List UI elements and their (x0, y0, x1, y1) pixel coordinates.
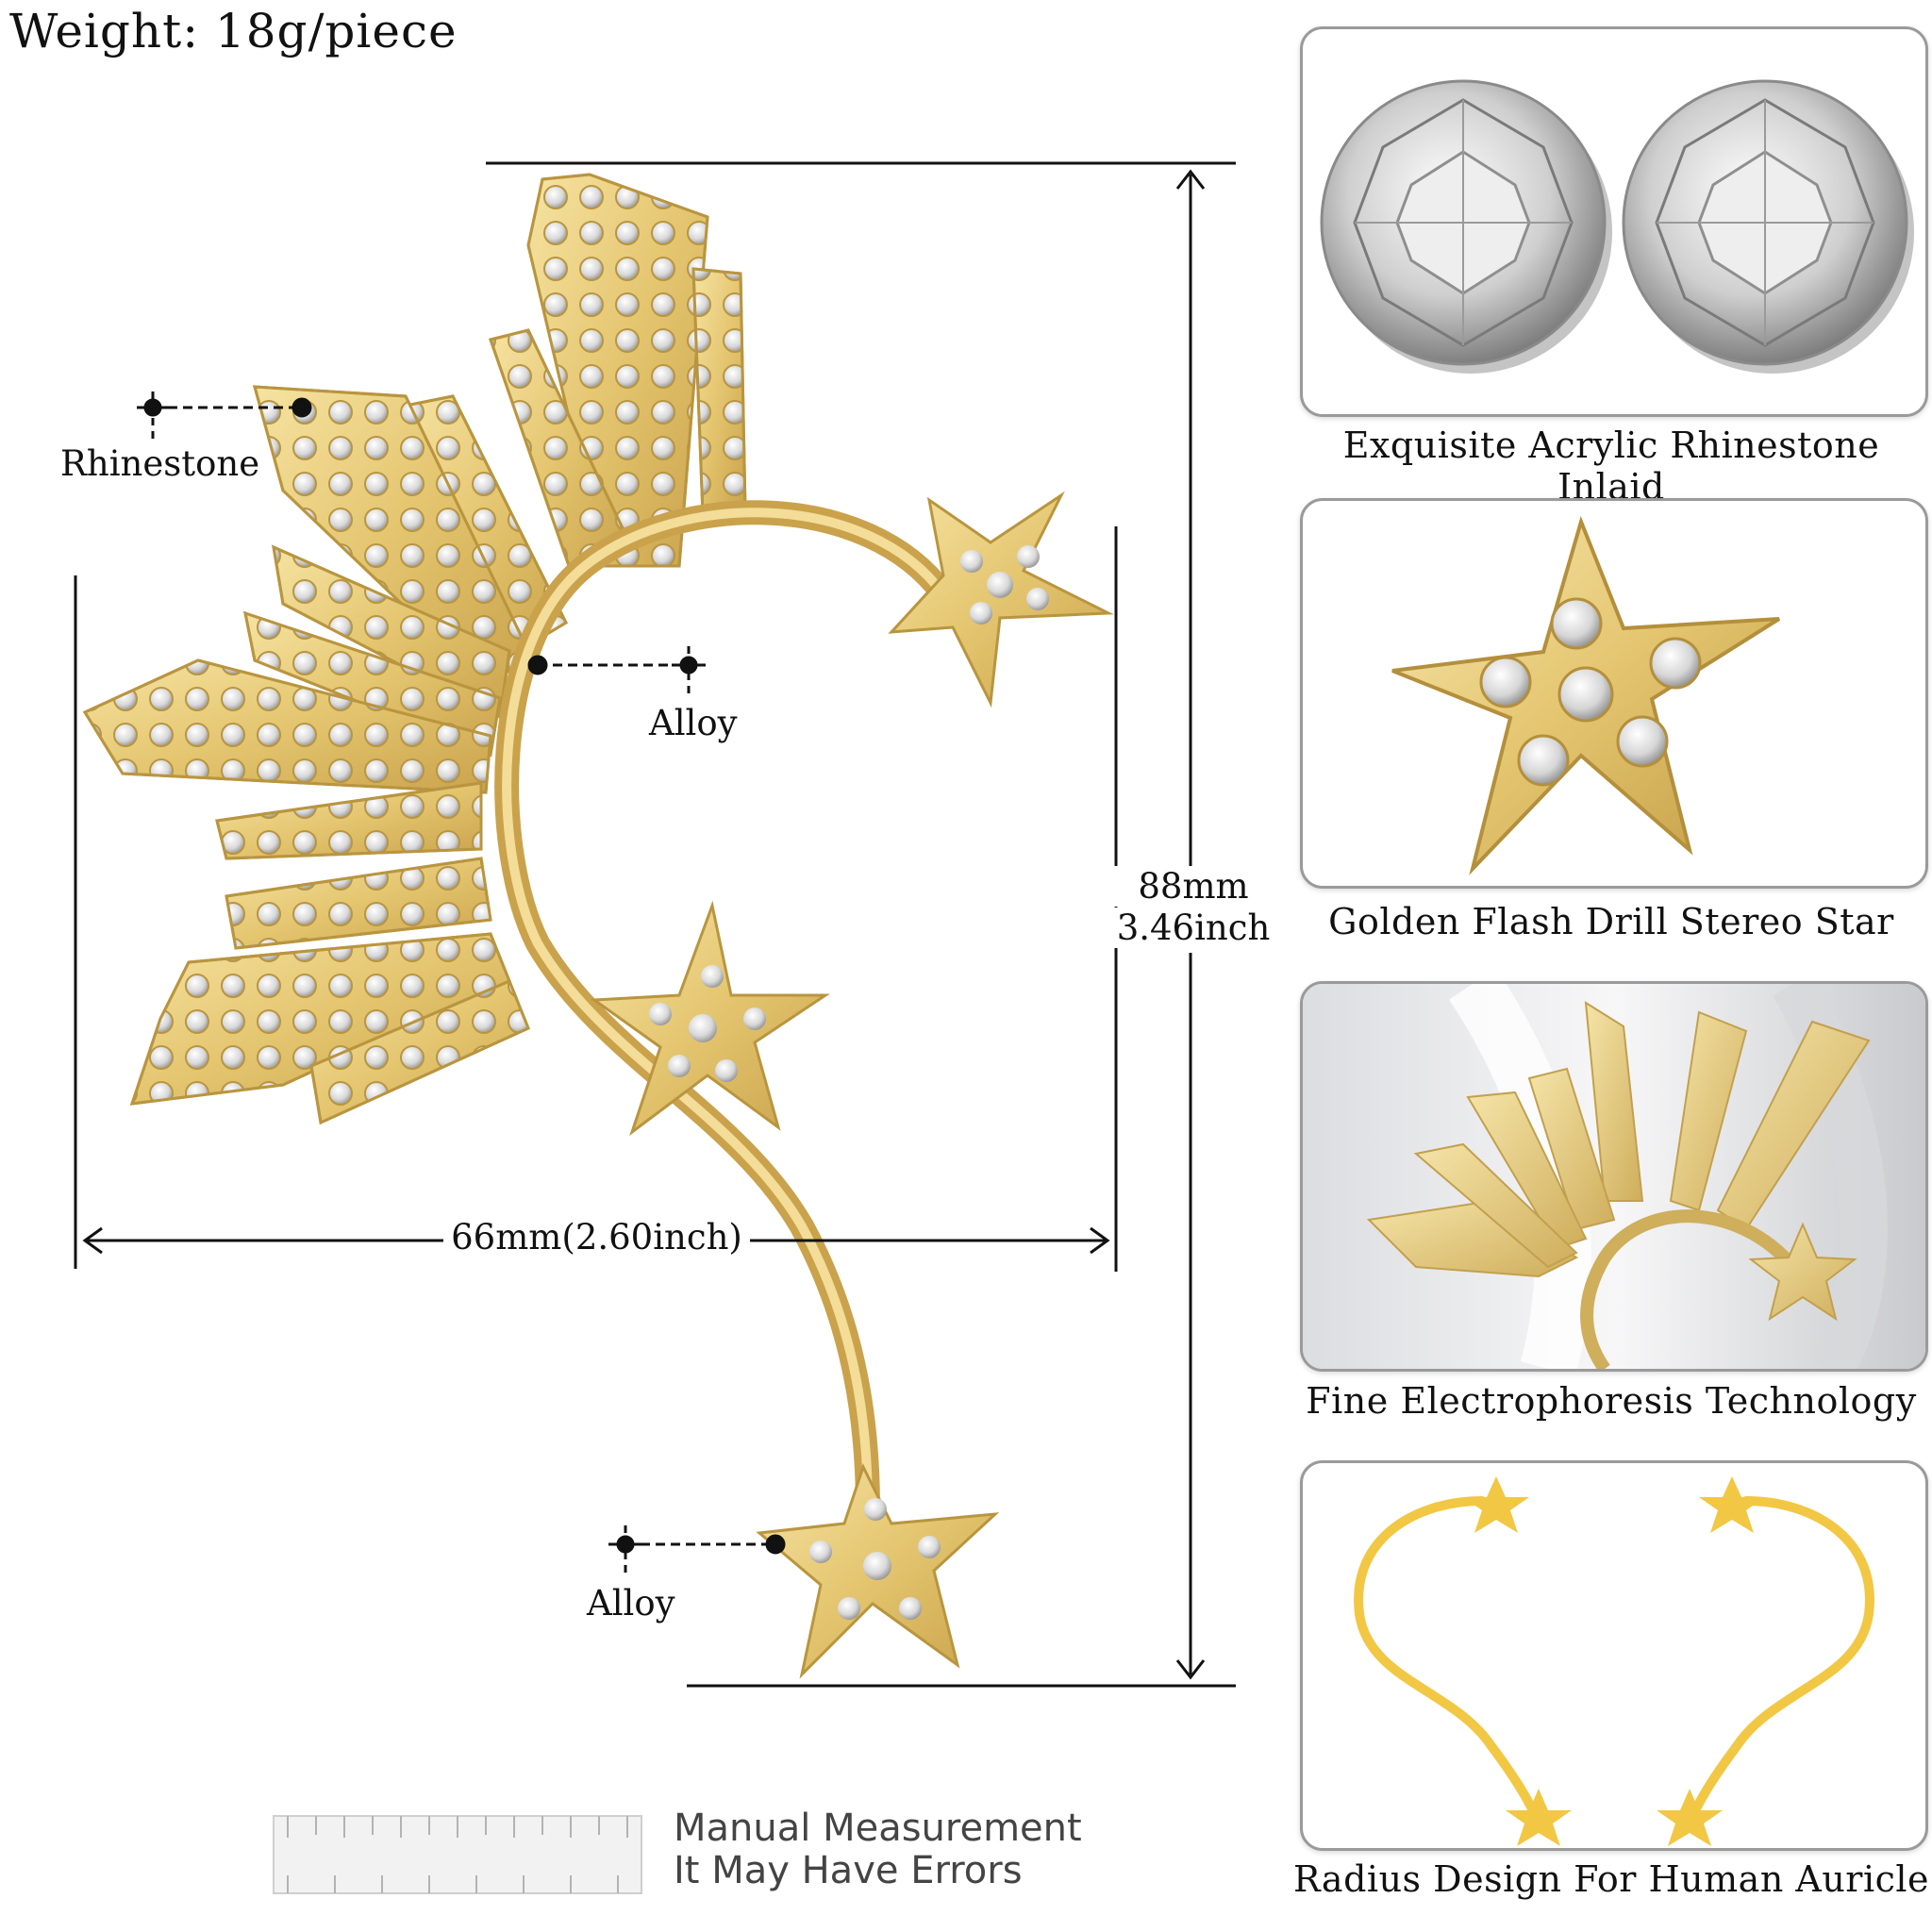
sunburst-rays (82, 173, 747, 1125)
feature-card-star (1300, 498, 1928, 889)
alloy-label-top: Alloy (649, 703, 738, 743)
ear-cuff-illustration (74, 161, 1236, 1894)
feature-caption-1: Exquisite Acrylic Rhinestone Inlaid (1342, 425, 1880, 508)
feature-caption-4: Radius Design For Human Auricle (1292, 1858, 1930, 1900)
star-upper-right (888, 491, 1114, 708)
sunburst-icon (1303, 984, 1925, 1369)
feature-card-electrophoresis (1300, 981, 1928, 1372)
height-mm-label: 88mm (1113, 866, 1274, 907)
rhinestone-callout (137, 391, 312, 441)
width-label: 66mm(2.60inch) (443, 1217, 750, 1257)
star-bottom (756, 1463, 1000, 1679)
weight-label: Weight: 18g/piece (9, 4, 458, 58)
alloy-label-bottom: Alloy (587, 1583, 675, 1624)
alloy-callout-bottom (608, 1525, 786, 1577)
ear-cuff-outline-icon (1354, 1476, 1874, 1846)
star-middle (590, 900, 830, 1137)
height-dimension-lines (486, 161, 1236, 1688)
alloy-callout-top (527, 646, 706, 698)
measurement-note-line2: It May Have Errors (674, 1849, 1023, 1892)
feature-caption-3: Fine Electrophoresis Technology (1306, 1380, 1917, 1422)
feature-card-radius (1300, 1460, 1928, 1851)
rhinestone-label: Rhinestone (60, 443, 260, 484)
ruler-icon (273, 1815, 642, 1894)
star-icon (1391, 515, 1781, 875)
feature-caption-2: Golden Flash Drill Stereo Star (1328, 901, 1894, 942)
feature-card-rhinestone (1300, 26, 1928, 417)
height-inch-label: 3.46inch (1113, 908, 1274, 948)
measurement-note-line1: Manual Measurement (674, 1807, 1082, 1850)
rhinestone-icon (1320, 79, 1914, 374)
